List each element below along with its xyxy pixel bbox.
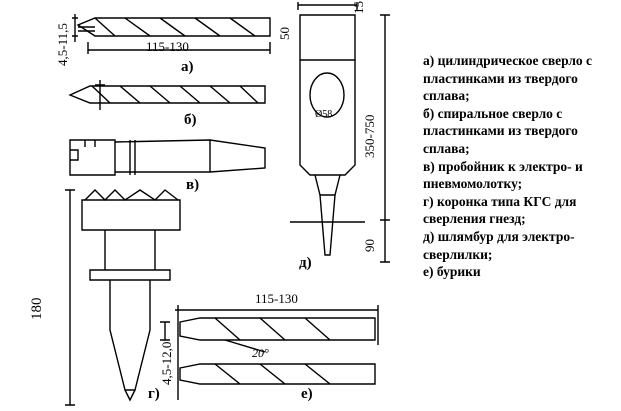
chisel-d: [290, 2, 390, 263]
legend-line: пластинками из твердого: [423, 70, 578, 86]
label-g: г): [148, 386, 160, 402]
dim-d-tip: 90: [362, 239, 377, 252]
legend-line: сверления гнезд;: [423, 211, 526, 227]
dim-e-angle: 20°: [252, 346, 269, 360]
dim-d-hole: Ø58: [315, 109, 333, 120]
dim-d-top: 15: [351, 1, 366, 14]
legend-line: г) коронка типа КГС для: [423, 193, 577, 209]
bits-e: [160, 305, 379, 400]
legend-line: д) шлямбур для электро-: [423, 228, 575, 244]
legend-line: б) спиральное сверло с: [423, 105, 563, 121]
legend: а) цилиндрическое сверло с пластинками и…: [423, 52, 618, 281]
dim-e-length: 115-130: [255, 291, 298, 306]
dim-d-width: 50: [277, 27, 292, 40]
label-d: д): [299, 255, 312, 271]
legend-line: пластинками из твердого: [423, 123, 578, 139]
dim-d-length: 350-750: [362, 114, 377, 158]
drill-a: [72, 14, 271, 54]
legend-line: сплава;: [423, 88, 470, 104]
legend-line: сверлилки;: [423, 246, 493, 262]
dim-g-length: 180: [29, 297, 45, 321]
legend-line: в) пробойник к электро- и: [423, 158, 583, 174]
legend-line: а) цилиндрическое сверло с: [423, 53, 593, 68]
label-a: а): [181, 59, 194, 75]
dim-a-length: 115-130: [146, 39, 189, 54]
legend-line: сплава;: [423, 140, 470, 156]
label-e: е): [301, 386, 313, 402]
label-b: б): [184, 112, 197, 128]
dim-a-diameter: 4,5-11,5: [55, 23, 70, 66]
dim-e-diameter: 4,5-12,0: [159, 341, 174, 385]
label-v: в): [186, 177, 200, 193]
drill-b: [68, 80, 266, 110]
punch-v: [69, 139, 266, 176]
crown-g: [65, 189, 181, 406]
legend-line: е) бурики: [423, 264, 481, 280]
legend-line: пневмомолотку;: [423, 176, 523, 192]
